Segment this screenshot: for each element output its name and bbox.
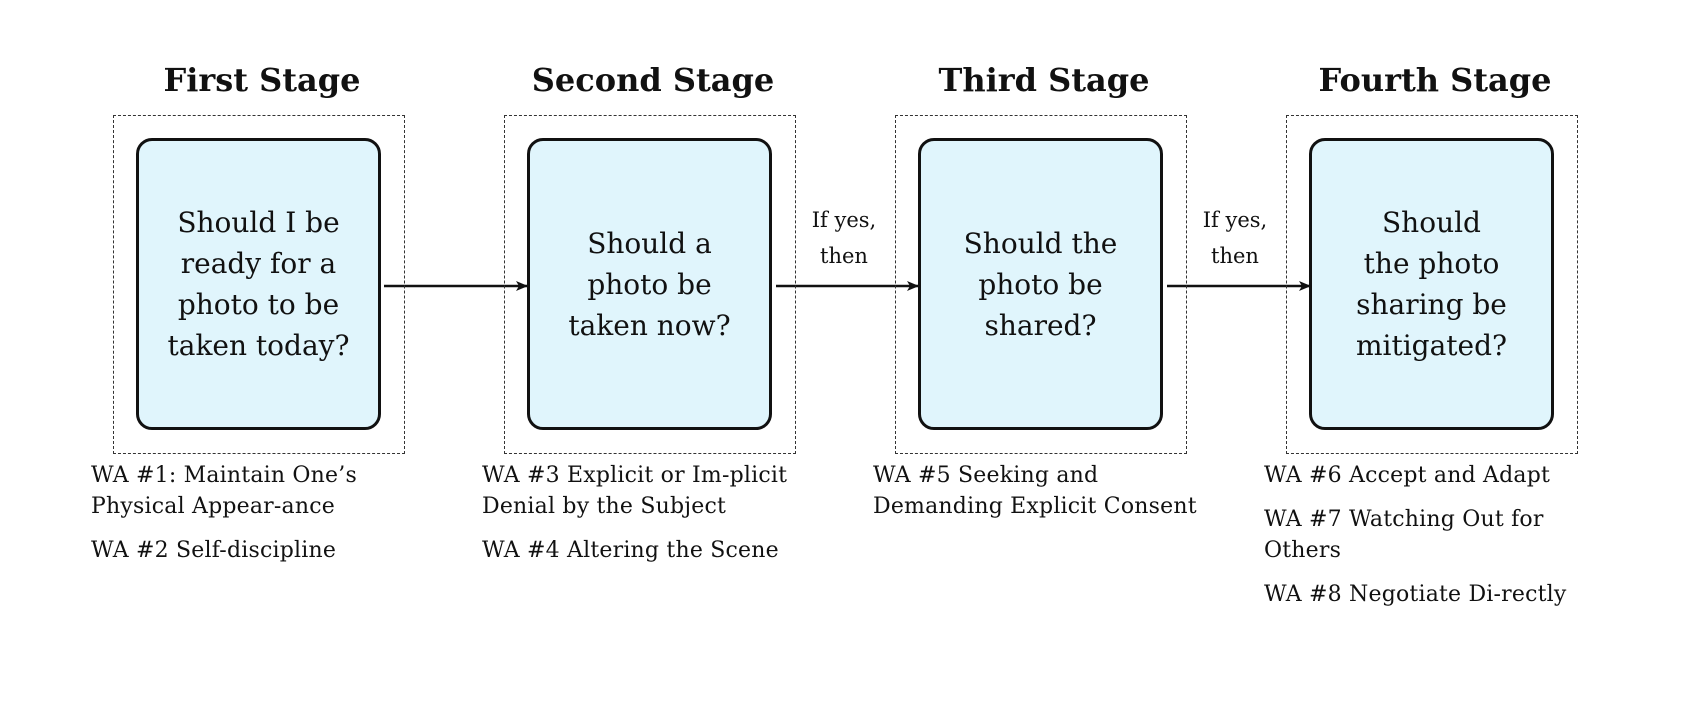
stage-2-question: Should a photo be taken now?: [568, 226, 731, 342]
stage-title: First Stage: [163, 61, 361, 99]
stage-1-dashed-frame: [113, 115, 405, 454]
stage-3-dashed-frame: [895, 115, 1187, 454]
action-item: WA #3 Explicit or Im-plicit Denial by th…: [482, 463, 788, 519]
connector-label-2-3: If yes, then: [797, 202, 891, 274]
action-item: WA #8 Negotiate Di-rectly: [1264, 582, 1567, 607]
stage-title: Third Stage: [938, 61, 1150, 99]
stage-2-question-box: Should a photo be taken now?: [527, 138, 772, 430]
stage-1-question-box: Should I be ready for a photo to be take…: [136, 138, 381, 430]
stage-1-question: Should I be ready for a photo to be take…: [167, 206, 350, 362]
stage-2-actions: WA #3 Explicit or Im-plicit Denial by th…: [482, 460, 812, 579]
stage-1-actions: WA #1: Maintain One’s Physical Appear-an…: [91, 460, 421, 579]
action-item: WA #6 Accept and Adapt: [1264, 463, 1551, 488]
stage-title: Fourth Stage: [1318, 61, 1552, 99]
action-item: WA #2 Self-discipline: [91, 538, 337, 563]
action-item: WA #5 Seeking and Demanding Explicit Con…: [873, 463, 1197, 519]
stage-2-dashed-frame: [504, 115, 796, 454]
stage-4-actions: WA #6 Accept and Adapt WA #7 Watching Ou…: [1264, 460, 1594, 623]
stage-3-question-box: Should the photo be shared?: [918, 138, 1163, 430]
stage-3-actions: WA #5 Seeking and Demanding Explicit Con…: [873, 460, 1203, 535]
stage-3-question: Should the photo be shared?: [963, 226, 1118, 342]
stage-4-question-box: Should the photo sharing be mitigated?: [1309, 138, 1554, 430]
action-item: WA #4 Altering the Scene: [482, 538, 779, 563]
action-item: WA #7 Watching Out for Others: [1264, 507, 1544, 563]
stage-title: Second Stage: [531, 61, 775, 99]
stage-4-dashed-frame: [1286, 115, 1578, 454]
stage-4-question: Should the photo sharing be mitigated?: [1355, 206, 1508, 362]
connector-label-3-4: If yes, then: [1188, 202, 1282, 274]
action-item: WA #1: Maintain One’s Physical Appear-an…: [91, 463, 357, 519]
